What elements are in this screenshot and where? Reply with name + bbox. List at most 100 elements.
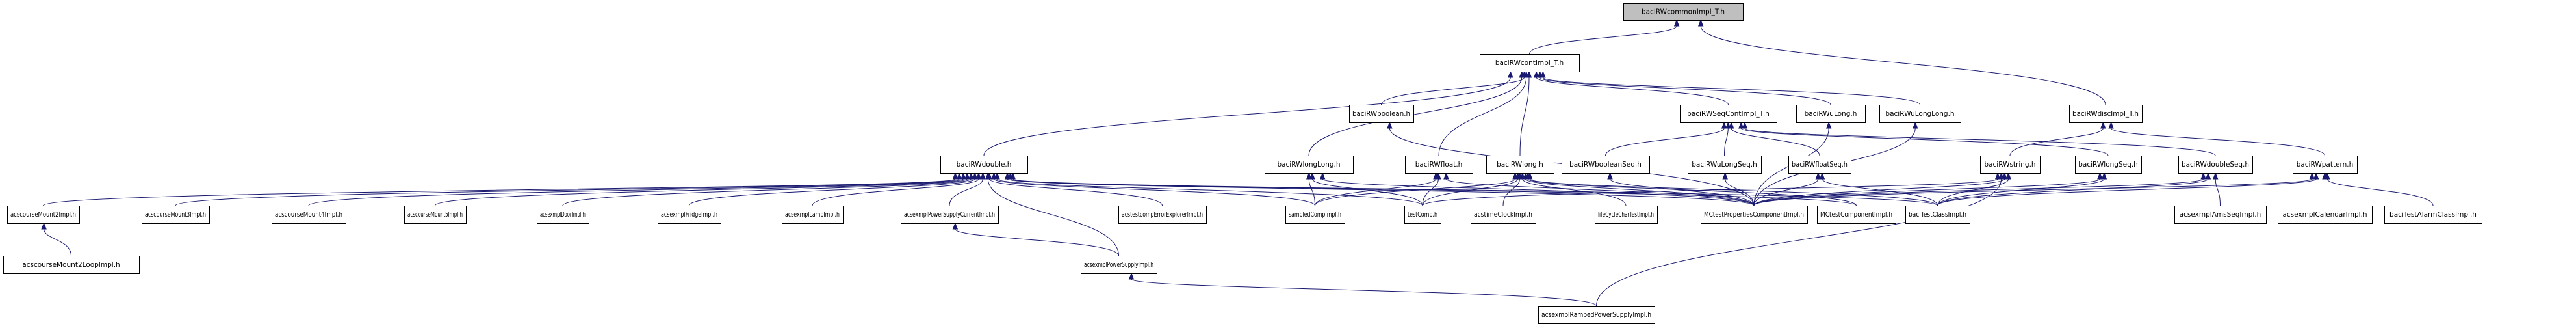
file-node[interactable]: baciTestAlarmClassImpl.h <box>2384 206 2482 224</box>
node-label: acstestcompErrorExplorerImpl.h <box>1122 211 1203 219</box>
file-node[interactable]: acstimeClockImpl.h <box>1471 206 1536 224</box>
node-box <box>1595 206 1658 224</box>
dependency-edge <box>1525 172 1857 206</box>
arrowhead-icon <box>994 172 1000 180</box>
file-node[interactable]: baciRWbooleanSeq.h <box>1562 156 1650 174</box>
file-node[interactable]: acscourseMount4Impl.h <box>272 206 346 224</box>
node-label: baciRWfloatSeq.h <box>1792 161 1848 169</box>
node-label: acsexmplPowerSupplyImpl.h <box>1084 261 1153 269</box>
root-file-node[interactable]: baciRWcommonImpl_T.h <box>1623 3 1744 21</box>
file-node[interactable]: baciRWpattern.h <box>2293 156 2358 174</box>
edge-line <box>44 228 71 256</box>
file-node[interactable]: baciRWboolean.h <box>1349 105 1414 123</box>
node-label: acsexmplDoorImpl.h <box>540 211 586 219</box>
edge-line <box>1315 178 1516 206</box>
node-box <box>940 156 1028 174</box>
file-node[interactable]: baciRWuLongSeq.h <box>1688 156 1762 174</box>
node-box <box>1623 3 1744 21</box>
dependency-edge <box>1422 172 2001 206</box>
file-node[interactable]: acsexmplFridgeImpl.h <box>658 206 721 224</box>
node-box <box>2174 206 2267 224</box>
edge-line <box>1753 178 2204 206</box>
dependency-edge <box>689 172 978 206</box>
arrowhead-icon <box>2200 172 2206 180</box>
arrowhead-icon <box>986 172 992 180</box>
arrowhead-icon <box>1128 272 1135 280</box>
arrowhead-icon <box>1729 121 1734 129</box>
file-node[interactable]: acstestcompErrorExplorerImpl.h <box>1118 206 1207 224</box>
edge-line <box>1422 178 1998 206</box>
file-node[interactable]: baciRWSeqContImpl_T.h <box>1680 105 1777 123</box>
arrowhead-icon <box>1526 172 1533 180</box>
arrowhead-icon <box>1913 121 1918 129</box>
node-label: acsexmplPowerSupplyCurrentImpl.h <box>904 211 995 219</box>
dependency-edge <box>1753 172 1822 206</box>
file-node[interactable]: acsexmplRampedPowerSupplyImpl.h <box>1538 306 1655 324</box>
dependency-edges <box>41 19 2434 307</box>
file-node[interactable]: baciRWstring.h <box>1980 156 2041 174</box>
file-node[interactable]: baciRWfloatSeq.h <box>1788 156 1851 174</box>
file-node[interactable]: baciRWdoubleSeq.h <box>2178 156 2253 174</box>
node-label: acsexmplAmsSeqImpl.h <box>2180 211 2261 219</box>
file-node[interactable]: acsexmplCalendarImpl.h <box>2278 206 2373 224</box>
node-label: baciRWbooleanSeq.h <box>1569 161 1642 169</box>
file-node[interactable]: baciRWcontImpl_T.h <box>1480 54 1580 72</box>
node-label: baciTestClassImpl.h <box>1909 211 1966 219</box>
dependency-edge <box>1309 172 1423 206</box>
file-node[interactable]: acsexmplDoorImpl.h <box>537 206 589 224</box>
edge-line <box>997 178 1423 206</box>
dependency-edge <box>1533 70 1729 105</box>
file-node[interactable]: baciTestClassImpl.h <box>1905 206 1970 224</box>
edge-line <box>1308 77 1523 156</box>
edge-line <box>1753 178 1819 206</box>
edge-line <box>1753 178 2313 206</box>
arrowhead-icon <box>2002 172 2008 180</box>
node-box <box>1118 206 1207 224</box>
node-label: baciRWfloat.h <box>1415 161 1463 169</box>
file-node[interactable]: acsexmplPowerSupplyImpl.h <box>1081 256 1157 274</box>
file-node[interactable]: baciRWuLong.h <box>1796 105 1866 123</box>
file-node[interactable]: acsexmplAmsSeqImpl.h <box>2174 206 2267 224</box>
dependency-edge <box>812 172 982 206</box>
dependency-edge <box>1605 121 1727 156</box>
edge-line <box>1725 178 1755 206</box>
file-node[interactable]: baciRWlongSeq.h <box>2075 156 2142 174</box>
dependency-edge <box>1526 172 1938 206</box>
arrowhead-icon <box>1825 121 1832 129</box>
dependency-edge <box>1381 70 1527 105</box>
node-label: baciRWpattern.h <box>2297 161 2354 169</box>
node-label: acsexmplLampImpl.h <box>785 211 840 219</box>
file-node[interactable]: baciRWuLongLong.h <box>1879 105 1961 123</box>
file-node[interactable]: sampledCompImpl.h <box>1285 206 1345 224</box>
file-node[interactable]: acscourseMount3Impl.h <box>142 206 210 224</box>
dependency-edge <box>1308 70 1525 156</box>
file-node[interactable]: MCtestPropertiesComponentImpl.h <box>1701 206 1808 224</box>
arrowhead-icon <box>1738 121 1744 129</box>
node-label: baciRWlongLong.h <box>1277 161 1340 169</box>
file-node[interactable]: MCtestComponentImpl.h <box>1817 206 1896 224</box>
file-node[interactable]: acsexmplPowerSupplyCurrentImpl.h <box>901 206 999 224</box>
file-node[interactable]: acscourseMount2LoopImpl.h <box>3 256 140 274</box>
file-node[interactable]: baciRWfloat.h <box>1405 156 1473 174</box>
arrowhead-icon <box>991 172 997 180</box>
node-box <box>2178 156 2253 174</box>
edge-line <box>43 178 956 206</box>
file-node[interactable]: acscourseMount5Impl.h <box>404 206 467 224</box>
node-label: acscourseMount3Impl.h <box>145 211 206 219</box>
edge-line <box>1315 178 1436 206</box>
dependency-edge <box>1010 172 1938 206</box>
edge-line <box>1937 178 2317 206</box>
file-node[interactable]: baciRWdiscImpl_T.h <box>2069 105 2143 123</box>
file-node[interactable]: lifeCycleCharTestImpl.h <box>1595 206 1658 224</box>
file-node[interactable]: baciRWlongLong.h <box>1265 156 1354 174</box>
edge-line <box>1753 178 2005 206</box>
file-node[interactable]: baciRWlong.h <box>1486 156 1554 174</box>
file-node[interactable]: baciRWdouble.h <box>940 156 1028 174</box>
file-node[interactable]: testComp.h <box>1404 206 1441 224</box>
dependency-edge <box>2108 121 2325 156</box>
dependency-edge <box>1607 172 1755 206</box>
node-box <box>1879 105 1961 123</box>
file-node[interactable]: acscourseMount2Impl.h <box>7 206 80 224</box>
file-node[interactable]: acsexmplLampImpl.h <box>782 206 844 224</box>
